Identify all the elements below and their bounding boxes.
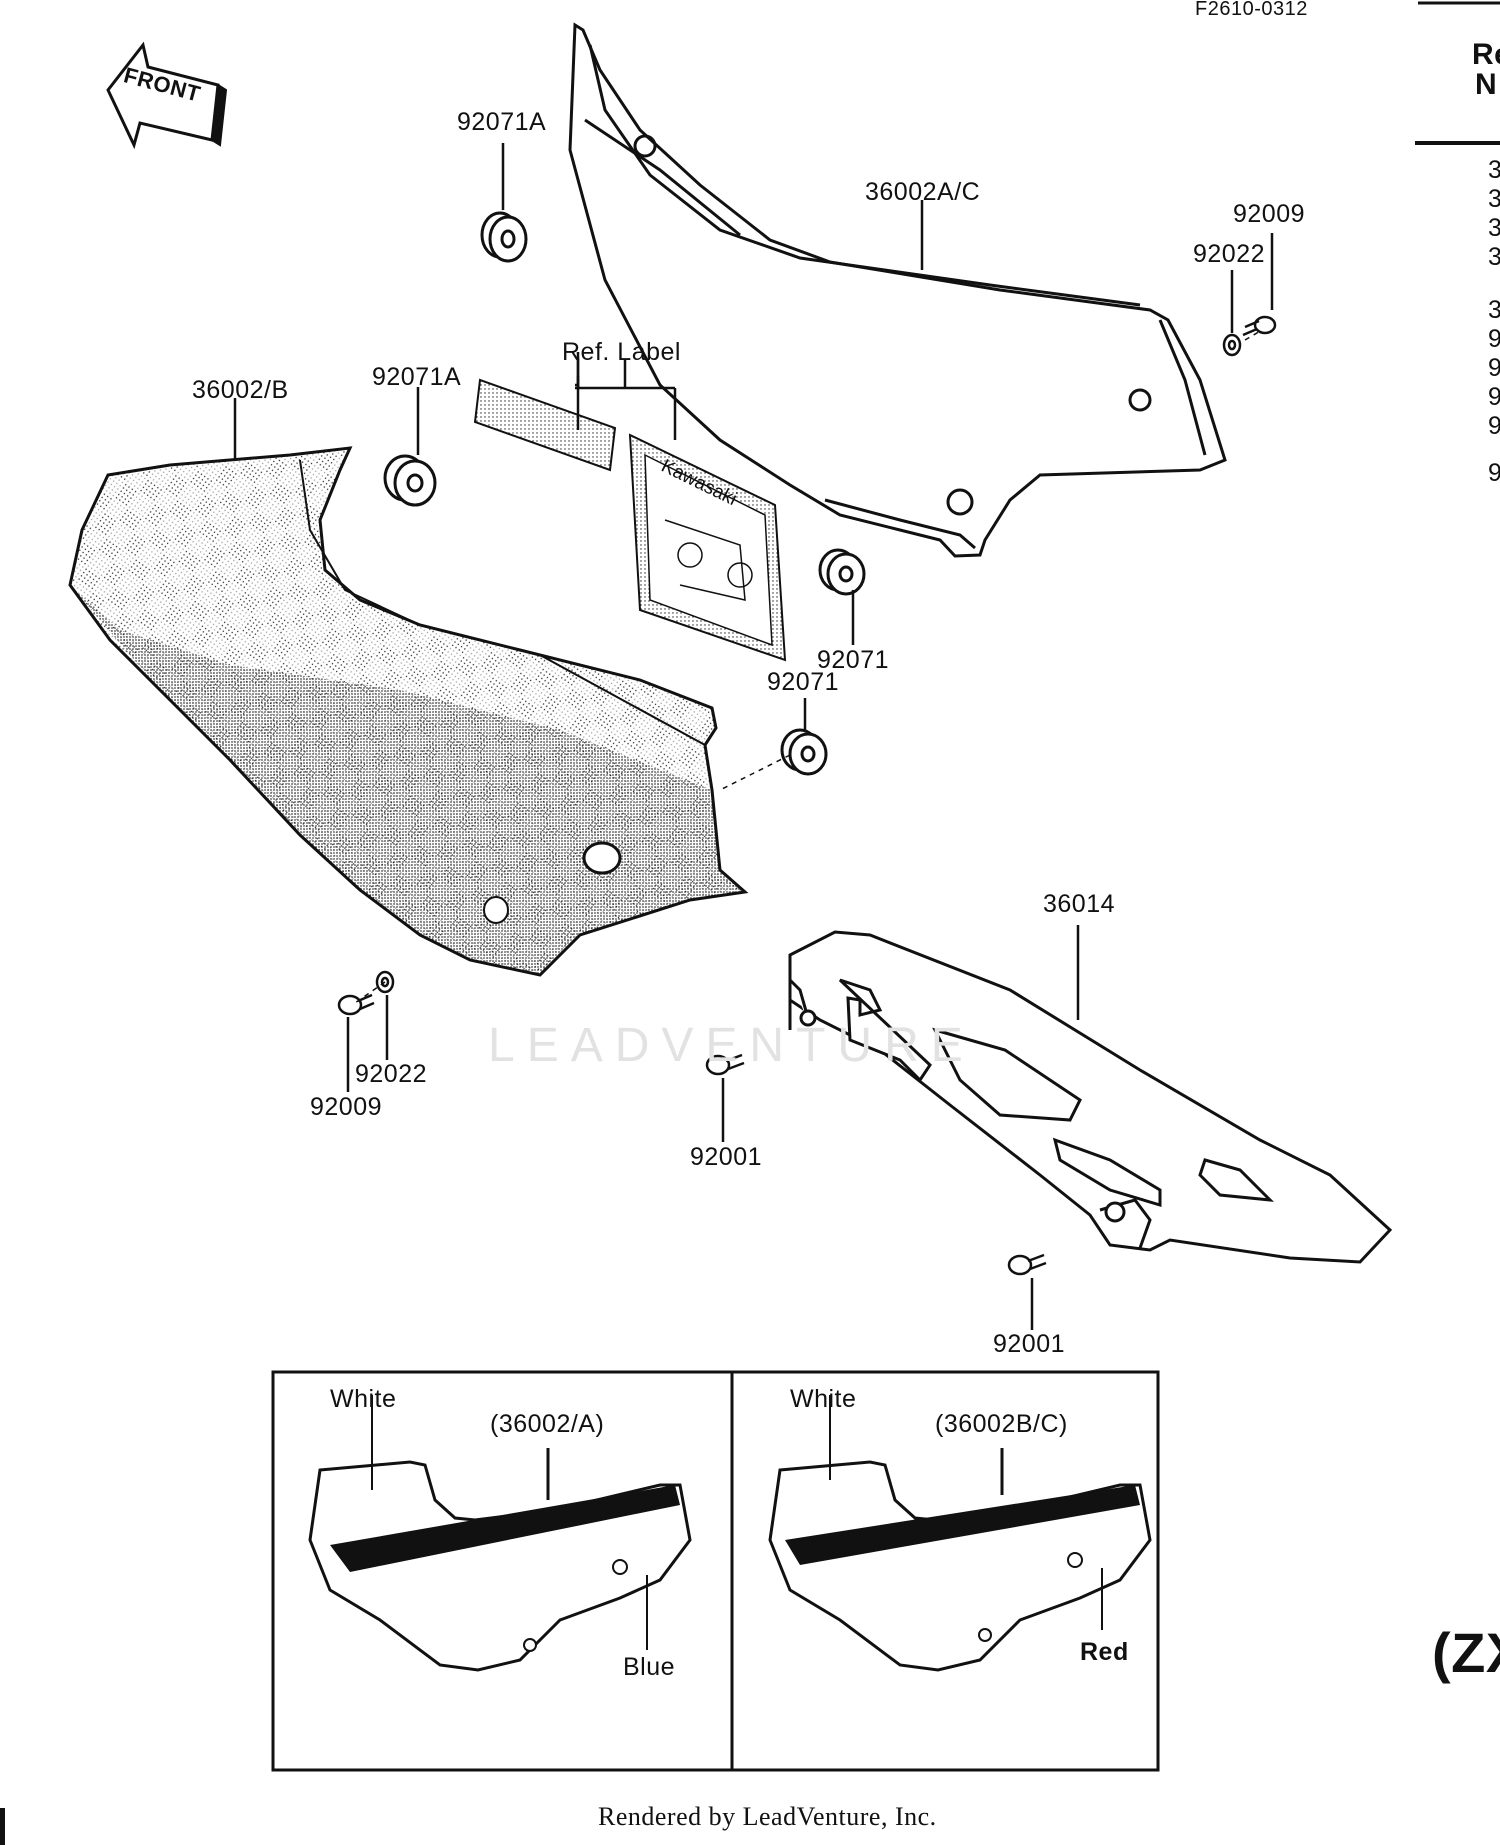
- callout-36014: 36014: [1043, 890, 1116, 918]
- ref-heading: Re N: [1472, 40, 1500, 100]
- callout-92071-a: 92071: [817, 646, 890, 674]
- variant-a-color-bottom: Blue: [623, 1653, 676, 1681]
- grommet-icon: [383, 211, 866, 776]
- variant-panel-frame: [271, 1370, 1160, 1772]
- variant-a-color-top: White: [330, 1385, 397, 1413]
- side-cover-upper: [568, 22, 1227, 558]
- ref-row: 3: [1488, 243, 1500, 271]
- watermark: LEADVENTURE: [488, 1019, 975, 1072]
- side-cover-lower: [68, 446, 749, 977]
- washer-icon: [375, 333, 1242, 994]
- callout-36002b: 36002/B: [192, 376, 289, 404]
- variant-b-color-bottom: Red: [1080, 1638, 1129, 1666]
- ref-row: 9: [1488, 354, 1500, 382]
- ref-heading-line2: N: [1475, 68, 1498, 101]
- ref-row: 9: [1488, 412, 1500, 440]
- variant-a-cover: [308, 1395, 692, 1672]
- ref-row: 9: [1488, 459, 1500, 487]
- ref-row: 3: [1488, 296, 1500, 324]
- variant-b-cover: [768, 1395, 1152, 1672]
- callout-92001-low: 92001: [993, 1330, 1066, 1358]
- footer-credit: Rendered by LeadVenture, Inc.: [598, 1802, 937, 1831]
- ref-heading-line1: Re: [1472, 38, 1500, 71]
- callout-92009-right: 92009: [1233, 200, 1306, 228]
- ref-row: 3: [1488, 185, 1500, 213]
- model-code: (ZX: [1432, 1621, 1500, 1684]
- variant-a-part: (36002/A): [490, 1410, 605, 1438]
- callout-92071a-left: 92071A: [372, 363, 462, 391]
- callout-92071-b: 92071: [767, 668, 840, 696]
- bolt-icon: [337, 315, 1277, 1276]
- callout-92009-left: 92009: [310, 1093, 383, 1121]
- front-arrow-icon: [106, 41, 228, 150]
- callout-92001-mid: 92001: [690, 1143, 763, 1171]
- variant-b-color-top: White: [790, 1385, 857, 1413]
- figure-code: F2610-0312: [1195, 0, 1308, 20]
- callout-ref-label: Ref. Label: [562, 338, 681, 366]
- ref-row: 9: [1488, 383, 1500, 411]
- callout-36002ac: 36002A/C: [865, 178, 981, 206]
- callout-92071a-top: 92071A: [457, 108, 547, 136]
- ref-row: 9: [1488, 325, 1500, 353]
- ref-row: 3: [1488, 156, 1500, 184]
- variant-b-part: (36002B/C): [935, 1410, 1068, 1438]
- guide-lines: [354, 329, 1263, 1004]
- leader-lines: [233, 143, 1274, 1330]
- kawasaki-decal: Kawasaki: [628, 433, 787, 662]
- ref-label-strip: [473, 378, 617, 472]
- callout-92022-left: 92022: [355, 1060, 428, 1088]
- ref-row: 3: [1488, 214, 1500, 242]
- callout-92022-right: 92022: [1193, 240, 1266, 268]
- chain-guard: [788, 930, 1393, 1264]
- right-column-refs: 3 3 3 3 3 9 9 9 9 9: [1488, 156, 1500, 488]
- left-edge-mark: [0, 1808, 5, 1845]
